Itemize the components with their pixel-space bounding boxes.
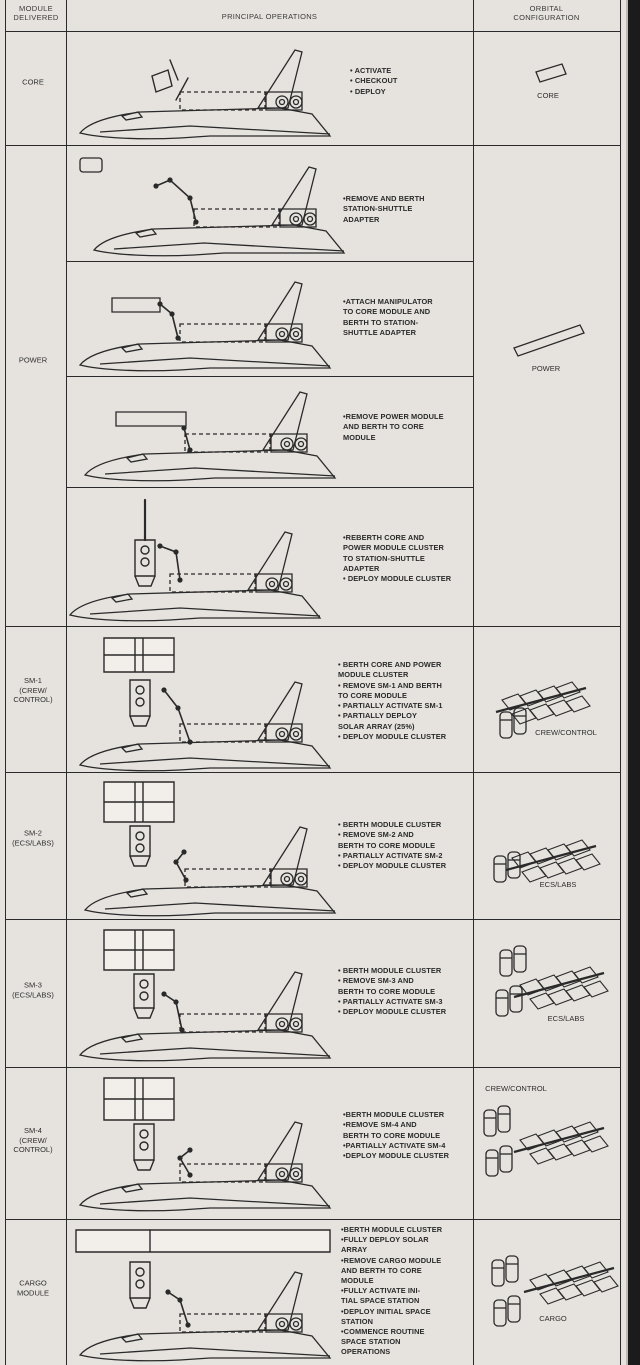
grid-line-sm1	[5, 772, 620, 773]
solar-array-stowed-sm1	[104, 638, 174, 672]
operations-sm4: •BERTH MODULE CLUSTER •REMOVE SM-4 AND B…	[343, 1110, 450, 1161]
orbiter-power-4	[70, 532, 320, 621]
adapter-sketch	[80, 158, 102, 172]
grid-line-sm4	[5, 1219, 620, 1220]
orbiter-power-1	[94, 167, 344, 256]
config-ecs-module-sm3	[496, 986, 522, 1016]
grid-line-power-b	[66, 376, 473, 377]
orbiter-power-2	[80, 282, 330, 371]
config-label-sm2: ECS/LABS	[539, 880, 577, 889]
grid-line-col2	[473, 0, 474, 1365]
header-module-delivered: MODULE DELIVERED	[13, 4, 59, 22]
config-label-core: CORE	[537, 91, 559, 100]
solar-array-stowed-sm2	[104, 782, 174, 822]
manipulator-arm-3	[182, 426, 192, 452]
operations-power-remove-berth-adapter: •REMOVE AND BERTH STATION-SHUTTLE ADAPTE…	[343, 194, 425, 224]
config-label-sm3: ECS/LABS	[547, 1014, 585, 1023]
config-ecs-module-sm2	[494, 852, 520, 882]
orbiter-sm1	[80, 682, 330, 771]
module-label-sm4: SM-4 (CREW/ CONTROL)	[13, 1125, 53, 1154]
config-solar-array-cargo	[524, 1262, 618, 1304]
header-principal-operations: PRINCIPAL OPERATIONS	[221, 12, 318, 21]
config-solar-array-sm4	[514, 1122, 608, 1164]
operations-sm3: • BERTH MODULE CLUSTER • REMOVE SM-3 AND…	[338, 966, 447, 1017]
grid-line-header	[5, 31, 620, 32]
manipulator-arm-sm2	[174, 850, 188, 882]
config-cargo-module-lower	[494, 1296, 520, 1326]
grid-line-power-a	[66, 261, 473, 262]
manipulator-arm-4	[158, 544, 182, 582]
core-cluster-cargo	[130, 1262, 150, 1308]
module-label-sm1: SM-1 (CREW/ CONTROL)	[13, 675, 53, 704]
grid-line-right	[620, 0, 621, 1365]
config-solar-array-sm3	[514, 967, 608, 1009]
operations-sm2: • BERTH MODULE CLUSTER • REMOVE SM-2 AND…	[338, 820, 447, 871]
core-cluster-sm2	[130, 826, 150, 866]
power-module-sketch	[116, 412, 186, 426]
module-label-cargo: CARGO MODULE	[16, 1278, 50, 1298]
operations-power-reberth: •REBERTH CORE AND POWER MODULE CLUSTER T…	[343, 533, 452, 584]
adapter-berthed-1	[112, 298, 160, 312]
config-core-module	[536, 64, 566, 82]
config-solar-array-sm1	[496, 682, 590, 724]
config-solar-array-sm2	[506, 840, 600, 882]
orbiter-core	[80, 50, 330, 139]
config-cargo-module	[492, 1256, 518, 1286]
operations-power-remove-power-module: •REMOVE POWER MODULE AND BERTH TO CORE M…	[343, 412, 444, 442]
core-cluster-sm4	[134, 1124, 154, 1170]
operations-power-attach-manipulator: •ATTACH MANIPULATOR TO CORE MODULE AND B…	[343, 297, 433, 337]
config-label-sm4: CREW/CONTROL	[485, 1084, 547, 1093]
solar-array-full-deploy	[76, 1230, 330, 1252]
manipulator-arm-2	[158, 302, 180, 340]
core-power-cluster-1	[135, 540, 155, 586]
orbiter-cargo	[80, 1272, 330, 1361]
manipulator-arm-sm1	[162, 688, 192, 744]
manipulator-arm-1	[154, 178, 198, 224]
module-label-sm2: SM-2 (ECS/LABS)	[12, 828, 54, 848]
core-cluster-sm3	[134, 974, 154, 1018]
core-cluster-sm1	[130, 680, 150, 726]
manipulator-arm-cargo	[166, 1290, 190, 1327]
manipulator-arm-sm4	[178, 1148, 192, 1177]
grid-line-power	[5, 626, 620, 627]
config-crew-module-sm1	[500, 708, 526, 738]
operations-core: • ACTIVATE • CHECKOUT • DEPLOY	[350, 66, 398, 96]
grid-line-col1	[66, 0, 67, 1365]
module-label-power: POWER	[18, 355, 48, 365]
grid-line-power-c	[66, 487, 473, 488]
config-label-power: POWER	[531, 364, 561, 373]
config-crew-module-sm4	[484, 1106, 510, 1136]
manipulator-arm-sm3	[162, 992, 184, 1032]
module-label-sm3: SM-3 (ECS/LABS)	[12, 980, 54, 1000]
grid-line-left	[5, 0, 6, 1365]
grid-line-core	[5, 145, 620, 146]
config-power-module	[514, 325, 584, 356]
solar-array-stowed-sm4	[104, 1078, 174, 1120]
illustrations	[0, 0, 626, 1365]
header-orbital-configuration: ORBITAL CONFIGURATION	[513, 4, 580, 22]
orbiter-sm3	[80, 972, 330, 1061]
config-label-cargo: CARGO	[539, 1314, 567, 1323]
operations-cargo: •BERTH MODULE CLUSTER •FULLY DEPLOY SOLA…	[341, 1225, 443, 1357]
config-label-sm1: CREW/CONTROL	[535, 728, 597, 737]
solar-array-stowed-sm3	[104, 930, 174, 970]
config-ecs-module-sm3-top	[500, 946, 526, 976]
operations-sm1: • BERTH CORE AND POWER MODULE CLUSTER • …	[338, 660, 447, 742]
module-label-core: CORE	[22, 77, 44, 87]
orbiter-sm4	[80, 1122, 330, 1211]
core-module-sketch	[152, 70, 172, 92]
grid-line-sm2	[5, 919, 620, 920]
grid-line-sm3	[5, 1067, 620, 1068]
orbiter-sm2	[85, 827, 335, 916]
config-crew-module-sm4-lower	[486, 1146, 512, 1176]
orbiter-power-3	[85, 392, 335, 481]
